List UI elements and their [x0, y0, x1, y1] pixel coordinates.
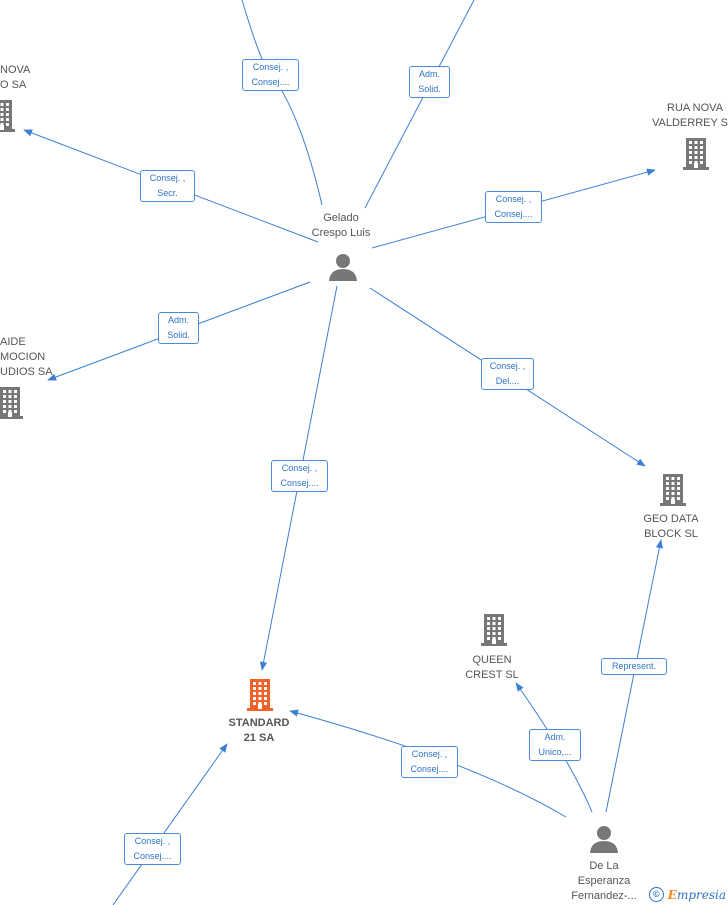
edge-line-e2 [364, 0, 475, 209]
node-label-line: MOCION [0, 351, 46, 363]
building-icon-rua-nova[interactable] [682, 136, 710, 170]
edge-label-line: Del.... [495, 376, 520, 386]
edge-label-line: Consej.... [133, 851, 172, 861]
node-label-line: De La [589, 860, 619, 872]
node-label-gelado: Gelado Crespo Luis [296, 211, 386, 241]
brand-logo: Empresia [667, 887, 726, 902]
edge-line-e1 [241, 0, 323, 206]
edge-label-line: Consej.... [494, 209, 533, 219]
edge-label-line: Secr. [157, 188, 178, 198]
edge-line-e11 [112, 743, 228, 905]
node-label-line: VALDERREY S [652, 117, 728, 129]
edge-label-e9[interactable]: Adm. Unico,... [529, 729, 581, 761]
edge-label-line: Consej.... [280, 478, 319, 488]
node-label-line: Crespo Luis [311, 227, 371, 239]
edge-label-line: Consej. , [252, 62, 289, 72]
edge-label-line: Consej. , [495, 194, 532, 204]
node-label-line: UDIOS SA [0, 366, 53, 378]
edge-label-line: Consej. , [134, 836, 171, 846]
node-label-line: Fernandez-... [571, 890, 637, 902]
node-label-line: NOVA [0, 64, 31, 76]
edge-label-line: Unico,... [538, 747, 572, 757]
node-label-nova-o: NOVA O SA [0, 63, 30, 93]
building-icon-queen-crest[interactable] [480, 612, 508, 646]
edge-label-line: Consej.... [410, 764, 449, 774]
edge-label-e11[interactable]: Consej. , Consej.... [124, 833, 181, 865]
edge-label-line: Consej. , [281, 463, 318, 473]
node-label-de-la-esperanza: De La Esperanza Fernandez-... [554, 859, 654, 904]
node-label-line: Esperanza [577, 875, 631, 887]
node-label-line: BLOCK SL [644, 528, 698, 540]
empresia-watermark: © Empresia [648, 887, 726, 902]
edge-label-line: Consej. , [489, 361, 526, 371]
edge-label-e2[interactable]: Adm. Solid. [409, 66, 450, 98]
edge-line-e8 [605, 539, 663, 813]
edge-label-e6[interactable]: Consej. , Del.... [481, 358, 534, 390]
building-icon-aide[interactable] [0, 385, 24, 419]
edge-label-e4[interactable]: Consej. , Consej.... [485, 191, 542, 223]
copyright-icon: © [648, 887, 664, 902]
edge-label-line: Adm. [167, 315, 189, 325]
node-label-line: QUEEN [472, 654, 512, 666]
edge-label-line: Consej.... [251, 77, 290, 87]
node-label-line: 21 SA [243, 732, 275, 744]
edge-label-e8[interactable]: Represent. [601, 658, 667, 675]
node-label-line: CREST SL [465, 669, 519, 681]
edge-label-line: Solid. [167, 330, 190, 340]
node-label-geo-data: GEO DATA BLOCK SL [626, 512, 716, 542]
node-label-line: Gelado [323, 212, 359, 224]
person-icon-gelado[interactable] [328, 252, 358, 282]
edge-label-line: Represent. [611, 661, 657, 671]
edge-label-line: Consej. , [411, 749, 448, 759]
node-label-line: STANDARD [228, 717, 290, 729]
edge-label-e5[interactable]: Adm. Solid. [158, 312, 199, 344]
node-label-line: O SA [0, 79, 27, 91]
building-icon-standard21[interactable] [246, 677, 274, 711]
node-label-aide: AIDE MOCION UDIOS SA [0, 335, 53, 380]
node-label-line: AIDE [0, 336, 26, 348]
building-icon-geo-data[interactable] [659, 472, 687, 506]
building-icon-nova-o[interactable] [0, 98, 16, 132]
edge-label-line: Solid. [418, 84, 441, 94]
person-icon-de-la-esperanza[interactable] [589, 824, 619, 854]
edge-label-e7[interactable]: Consej. , Consej.... [271, 460, 328, 492]
node-label-queen-crest: QUEEN CREST SL [447, 653, 537, 683]
edge-label-line: Consej. , [149, 173, 186, 183]
node-label-rua-nova: RUA NOVA VALDERREY S [644, 101, 728, 131]
node-label-line: GEO DATA [643, 513, 699, 525]
edge-label-line: Adm. [544, 732, 566, 742]
node-label-line: RUA NOVA [667, 102, 724, 114]
edge-label-line: Adm. [418, 69, 440, 79]
edge-label-e3[interactable]: Consej. , Secr. [140, 170, 195, 202]
edge-label-e10[interactable]: Consej. , Consej.... [401, 746, 458, 778]
edge-label-e1[interactable]: Consej. , Consej.... [242, 59, 299, 91]
node-label-standard21: STANDARD 21 SA [214, 716, 304, 746]
